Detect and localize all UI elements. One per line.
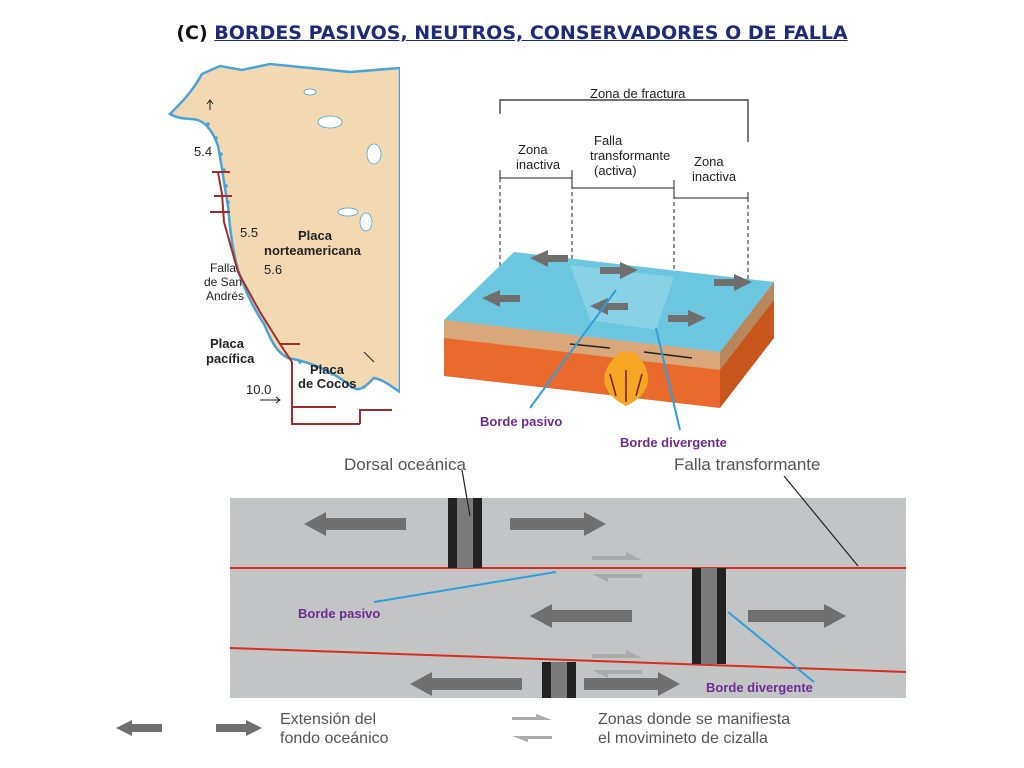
- zona-fractura-label: Zona de fractura: [590, 86, 686, 101]
- map-num-2: 5.5: [240, 225, 258, 240]
- label-dorsal: Dorsal oceánica: [344, 455, 466, 474]
- map-num-1: 5.4: [194, 144, 212, 159]
- legend: Extensión del fondo oceánico Zonas donde…: [116, 711, 790, 747]
- crust-right: [720, 282, 774, 370]
- title-prefix: (C): [176, 22, 208, 44]
- plate-motion-arrows: [206, 99, 375, 404]
- pointer-falla: [783, 475, 859, 567]
- plan-view-diagram: Dorsal oceánica Falla transformante Bord…: [116, 455, 907, 747]
- placa-pacifica-line1: Placa: [210, 336, 245, 351]
- label-bottom-pasivo: Borde pasivo: [298, 606, 380, 621]
- falla-transf-3: (activa): [594, 163, 637, 178]
- legend-arrow-right: [216, 720, 262, 736]
- pointer-borde-divergente: [655, 327, 681, 431]
- pointer-bottom-pasivo: [373, 571, 557, 603]
- title-link[interactable]: BORDES PASIVOS, NEUTROS, CONSERVADORES O…: [214, 22, 848, 44]
- page-title: (C) BORDES PASIVOS, NEUTROS, CONSERVADOR…: [0, 22, 1024, 44]
- pointer-borde-pasivo: [529, 289, 617, 409]
- placa-norte-line1: Placa: [298, 228, 333, 243]
- band-top: [230, 498, 906, 568]
- legend-cizalla-2: el movimineto de cizalla: [598, 730, 768, 747]
- falla-line2: de San: [204, 275, 242, 289]
- dashed-guides: [499, 178, 749, 282]
- block-borde-pasivo: Borde pasivo: [480, 414, 562, 429]
- map-num-3: 5.6: [264, 262, 282, 277]
- legend-extension-1: Extensión del: [280, 711, 376, 728]
- zona-inactiva-right-2: inactiva: [692, 169, 737, 184]
- map-num-4: 10.0: [246, 382, 271, 397]
- ridges: [448, 498, 726, 698]
- fault-lower: [229, 647, 907, 673]
- placa-pacifica-line2: pacífica: [206, 351, 255, 366]
- land-north-america: [167, 62, 400, 394]
- zona-inactiva-right-1: Zona: [694, 154, 724, 169]
- label-falla-transformante: Falla transformante: [674, 455, 820, 474]
- placa-norte-line2: norteamericana: [264, 243, 362, 258]
- transform-fault-block: Zona de fractura Zona inactiva Falla tra…: [444, 86, 774, 450]
- pointer-dorsal: [461, 469, 471, 517]
- ocean-top-highlight: [570, 265, 674, 330]
- legend-arrow-left: [116, 720, 162, 736]
- plate-boundaries: [210, 171, 392, 425]
- falla-line1: Falla: [210, 261, 236, 275]
- falla-transf-2: transformante: [590, 148, 670, 163]
- legend-shear-2: [512, 736, 552, 742]
- lakes: [303, 88, 382, 232]
- shear-arrows: [592, 552, 642, 678]
- magma-arrow-2: [609, 373, 617, 397]
- spreading-arrows: [304, 512, 846, 696]
- placa-cocos-line1: Placa: [310, 362, 345, 377]
- magma-arrow-3: [635, 373, 643, 397]
- falla-transf-1: Falla: [594, 133, 623, 148]
- label-bottom-divergente: Borde divergente: [706, 680, 813, 695]
- falla-line3: Andrés: [206, 289, 244, 303]
- zona-inactiva-left-2: inactiva: [516, 157, 561, 172]
- block-borde-divergente: Borde divergente: [620, 435, 727, 450]
- subduction-teeth: [206, 122, 366, 389]
- fracture-zone-bracket: [499, 99, 749, 142]
- legend-extension-2: fondo oceánico: [280, 730, 389, 747]
- zona-inactiva-left-1: Zona: [518, 142, 548, 157]
- placa-cocos-line2: de Cocos: [298, 376, 357, 391]
- pointer-bottom-divergente: [727, 611, 815, 683]
- mantle-arrow-right: [643, 351, 693, 359]
- block-top-arrows: [482, 250, 752, 327]
- legend-cizalla-1: Zonas donde se manifiesta: [598, 711, 790, 728]
- north-america-map: 5.4 5.5 5.6 10.0 Placa norteamericana Fa…: [160, 62, 400, 452]
- legend-shear-1: [512, 714, 552, 720]
